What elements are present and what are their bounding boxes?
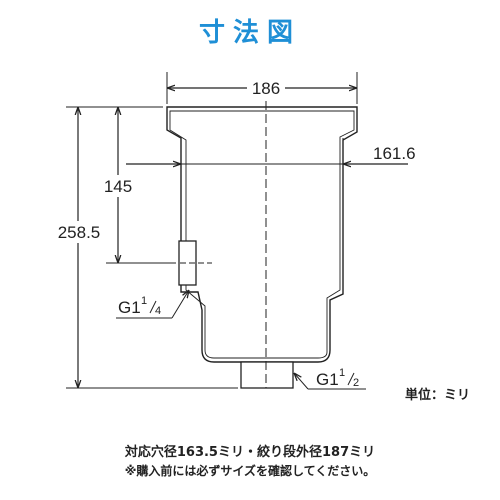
- note-confirm-size: ※購入前には必ずサイズを確認してください。: [124, 464, 376, 478]
- svg-text:2: 2: [353, 377, 359, 389]
- note-hole-size: 対応穴径163.5ミリ・絞り段外径187ミリ: [124, 445, 376, 460]
- side-port-stub: [178, 240, 197, 286]
- svg-text:G1: G1: [118, 298, 141, 317]
- dim-label-total-height: 258.5: [58, 223, 101, 242]
- label-side-port: G1 1 4: [118, 295, 161, 317]
- label-bottom-port: G1 1 2: [316, 367, 359, 389]
- svg-text:1: 1: [339, 367, 345, 379]
- dim-label-side-height: 145: [104, 177, 132, 196]
- svg-text:4: 4: [155, 305, 161, 317]
- dim-label-inner-width: 161.6: [373, 144, 416, 163]
- dim-label-top-width: 186: [252, 79, 280, 98]
- leader-side-port: [171, 290, 189, 319]
- leader-bottom-port: [294, 373, 309, 390]
- drain-body-outline: [166, 106, 358, 363]
- page-title: 寸法図: [198, 18, 301, 48]
- svg-text:1: 1: [141, 295, 147, 307]
- drain-inner-rim: [169, 110, 355, 359]
- unit-label: 単位：ミリ: [405, 388, 471, 403]
- bottom-port-stub: [240, 361, 294, 389]
- svg-text:G1: G1: [316, 370, 339, 389]
